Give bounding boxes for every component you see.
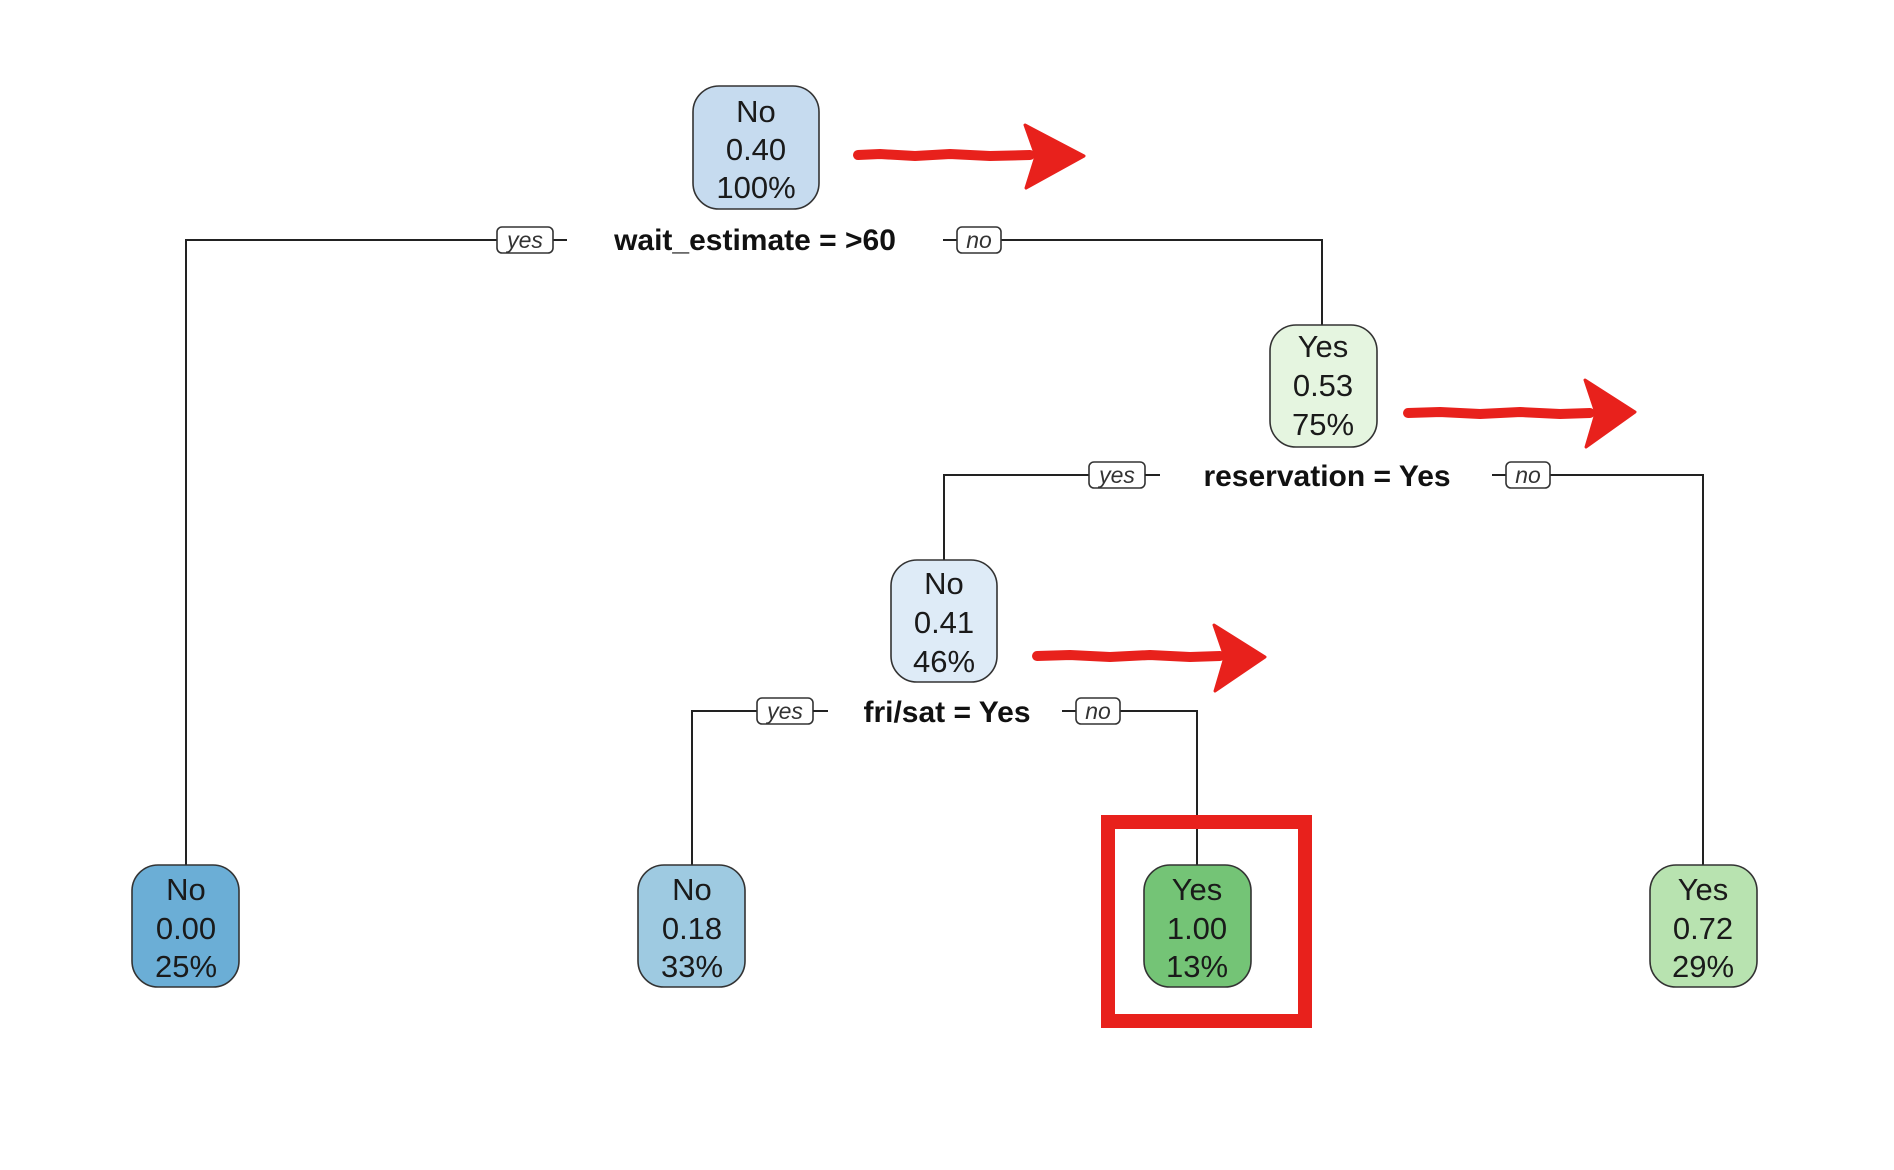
yes-label: yes (765, 698, 803, 724)
node-pct: 33% (661, 949, 723, 984)
node-2: Yes 0.53 75% (1269, 324, 1378, 448)
node-class: No (736, 94, 776, 129)
leaf-4: Yes 0.72 29% (1649, 864, 1758, 988)
annotation-arrow-2 (1403, 378, 1637, 449)
edge-s2-yes (943, 474, 1160, 560)
node-box (1269, 324, 1378, 448)
node-prob: 0.72 (1673, 911, 1733, 946)
node-class: No (924, 566, 964, 601)
node-prob: 0.53 (1293, 368, 1353, 403)
node-box (890, 559, 998, 683)
node-box (1143, 864, 1252, 988)
split-label: reservation = Yes (1203, 460, 1450, 493)
edge-s3-yes (691, 710, 828, 865)
split-label: fri/sat = Yes (863, 696, 1030, 729)
node-pct: 25% (155, 949, 217, 984)
node-pct: 100% (716, 170, 795, 205)
node-pct: 75% (1292, 407, 1354, 442)
yes-label: yes (1097, 462, 1135, 488)
no-label-box (956, 226, 1002, 254)
node-prob: 1.00 (1167, 911, 1227, 946)
node-class: Yes (1678, 872, 1729, 907)
split-reservation: yes reservation = Yes no (1088, 457, 1551, 493)
split-label: wait_estimate = >60 (613, 224, 896, 257)
node-pct: 46% (913, 644, 975, 679)
edge-s1-no (943, 239, 1323, 325)
node-box (692, 85, 820, 210)
no-label: no (966, 227, 992, 253)
annotation-highlight-box (1101, 815, 1312, 1028)
split-fri-sat: yes fri/sat = Yes no (756, 693, 1121, 729)
node-class: Yes (1298, 329, 1349, 364)
node-prob: 0.41 (914, 605, 974, 640)
node-class: No (166, 872, 206, 907)
leaf-1: No 0.00 25% (131, 864, 240, 988)
node-pct: 29% (1672, 949, 1734, 984)
node-class: No (672, 872, 712, 907)
tree-edges (185, 239, 1704, 865)
node-3: No 0.41 46% (890, 559, 998, 683)
leaf-2: No 0.18 33% (637, 864, 746, 988)
annotation-arrow-3 (1032, 623, 1267, 693)
node-box (1649, 864, 1758, 988)
node-prob: 0.18 (662, 911, 722, 946)
yes-label: yes (505, 227, 543, 253)
no-label-box (1505, 461, 1551, 489)
edge-s2-no (1492, 474, 1704, 865)
edge-s1-yes (185, 239, 565, 865)
node-prob: 0.00 (156, 911, 216, 946)
node-box (131, 864, 240, 988)
split-wait-estimate: yes wait_estimate = >60 no (496, 222, 1002, 258)
leaf-3: Yes 1.00 13% (1143, 864, 1252, 988)
node-pct: 13% (1166, 949, 1228, 984)
no-label-box (1075, 697, 1121, 725)
no-label: no (1515, 462, 1541, 488)
yes-label-box (496, 226, 554, 254)
edge-s3-no (1062, 710, 1198, 865)
node-root: No 0.40 100% (692, 85, 820, 210)
node-class: Yes (1172, 872, 1223, 907)
no-label: no (1085, 698, 1111, 724)
annotation-arrow-1 (853, 123, 1086, 190)
node-prob: 0.40 (726, 132, 786, 167)
node-box (637, 864, 746, 988)
